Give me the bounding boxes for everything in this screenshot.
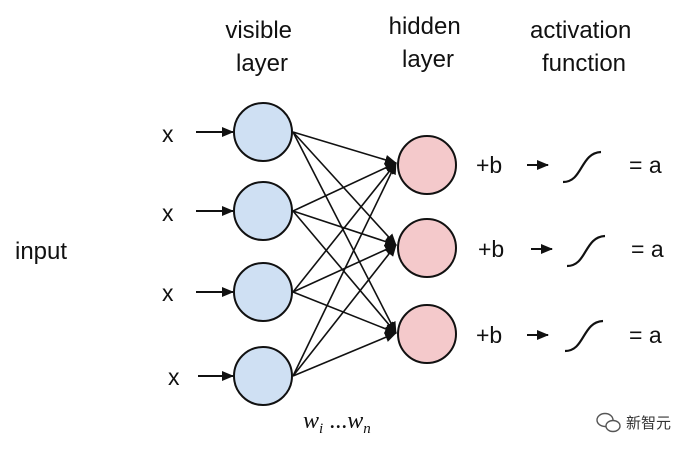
visible-node-2: [233, 181, 293, 241]
visible-layer-header: visible layer: [225, 17, 298, 77]
bias-term-2: +b: [478, 236, 504, 262]
hidden-layer-header-line1: hidden: [389, 13, 461, 40]
visible-layer-header-line1: visible: [225, 17, 292, 44]
connection: [292, 131, 397, 165]
connection: [292, 332, 397, 377]
sigmoid-icon: [564, 319, 604, 353]
connection: [292, 162, 397, 293]
wechat-icon: [596, 412, 621, 433]
output-a-1: = a: [629, 152, 662, 178]
bias-term-3: +b: [476, 322, 502, 348]
connection: [292, 162, 397, 212]
weights-w1: w: [303, 408, 319, 434]
activation-function-header: activation function: [530, 17, 638, 77]
input-x-3: x: [162, 280, 174, 306]
sigmoid-icon: [562, 150, 602, 184]
hidden-layer-header: hidden layer: [389, 13, 468, 73]
weights-w2: w: [347, 408, 363, 434]
visible-node-1: [233, 102, 293, 162]
input-x-2: x: [162, 200, 174, 226]
output-a-2: = a: [631, 236, 664, 262]
connection: [292, 291, 397, 334]
output-a-3: = a: [629, 322, 662, 348]
visible-layer-header-line2: layer: [236, 50, 288, 77]
connection: [292, 131, 397, 246]
connection: [292, 244, 397, 377]
weight-connections: [292, 131, 397, 377]
activation-header-line2: function: [542, 50, 626, 77]
visible-node-3: [233, 262, 293, 322]
weights-dots: ...: [323, 408, 347, 434]
hidden-node-2: [397, 218, 457, 278]
watermark-text: 新智元: [626, 414, 671, 432]
connection: [292, 131, 397, 334]
connection: [292, 162, 397, 377]
weights-label: wi ...wn: [303, 408, 371, 437]
connection: [292, 210, 397, 334]
sigmoid-icon: [566, 234, 606, 268]
hidden-node-3: [397, 304, 457, 364]
hidden-node-1: [397, 135, 457, 195]
activation-header-line1: activation: [530, 17, 631, 44]
input-x-1: x: [162, 121, 174, 147]
hidden-layer-header-line2: layer: [402, 46, 454, 73]
bias-term-1: +b: [476, 152, 502, 178]
visible-node-4: [233, 346, 293, 406]
weights-sub-n: n: [363, 421, 371, 437]
input-label: input: [15, 238, 67, 265]
weights-sub-i: i: [319, 421, 323, 437]
input-x-4: x: [168, 364, 180, 390]
